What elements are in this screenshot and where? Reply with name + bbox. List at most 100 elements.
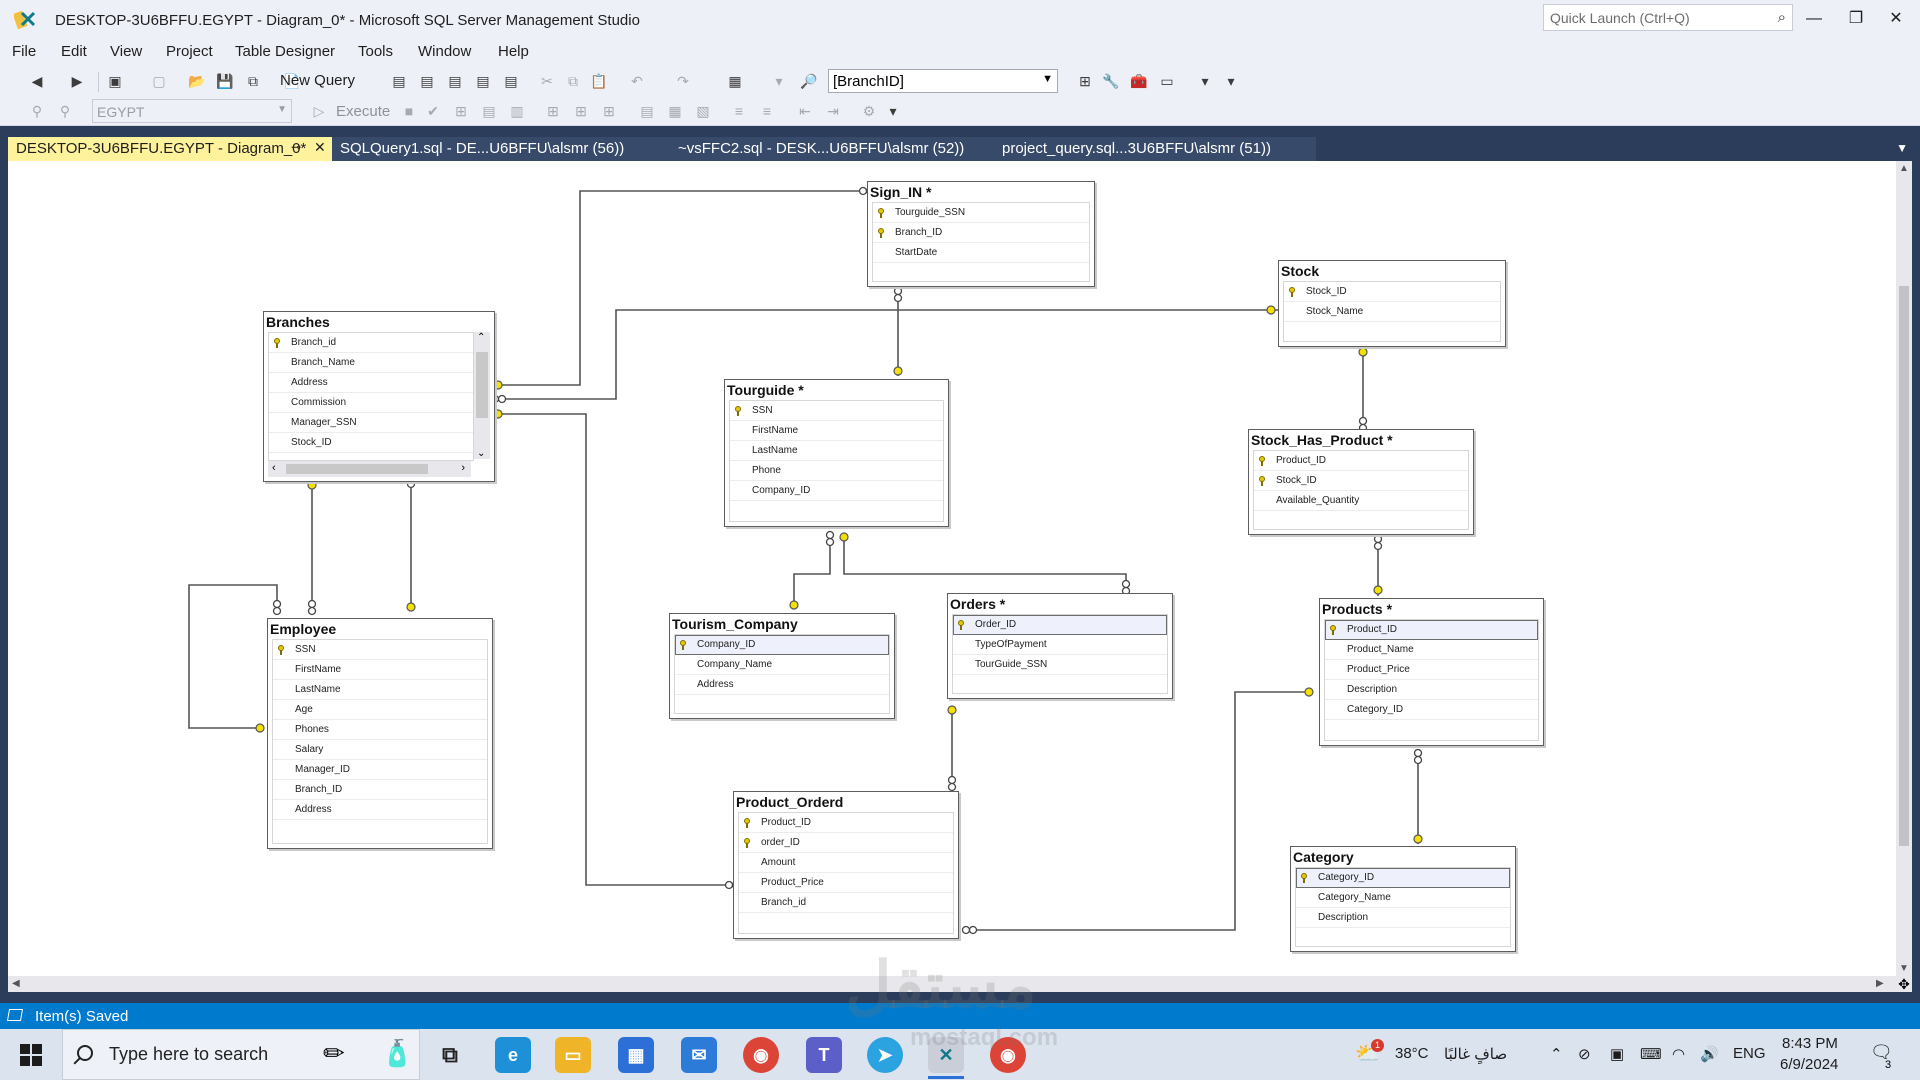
file-explorer-icon[interactable]: ▭ <box>555 1037 591 1073</box>
column-row[interactable]: TourGuide_SSN <box>953 655 1167 675</box>
redo-icon[interactable]: ↷ <box>677 73 689 89</box>
column-row[interactable]: Stock_ID <box>269 433 473 453</box>
notifications-icon[interactable]: 🗨 <box>1870 1042 1893 1062</box>
mail-icon[interactable]: ✉ <box>681 1037 717 1073</box>
execute-button[interactable]: Execute <box>336 103 391 120</box>
column-row[interactable]: Branch_id <box>269 333 473 353</box>
close-button[interactable]: ✕ <box>1889 10 1903 27</box>
column-row[interactable]: Branch_ID <box>273 780 487 800</box>
toolbar-overflow-icon[interactable]: ▾ <box>889 103 897 119</box>
mdx-query-icon[interactable]: ▤ <box>392 73 406 89</box>
ssms-taskbar-icon[interactable]: ✕ <box>928 1037 964 1073</box>
menu-window[interactable]: Window <box>418 43 472 60</box>
minimize-button[interactable]: — <box>1806 10 1822 27</box>
forward-icon[interactable]: ▶ <box>71 73 83 89</box>
table-employee[interactable]: Employee SSN FirstName LastName Age Phon… <box>267 618 493 849</box>
tab-diagram[interactable]: DESKTOP-3U6BFFU.EGYPT - Diagram_0* ⊸ ✕ <box>8 137 332 161</box>
column-row[interactable]: Product_Price <box>1325 660 1538 680</box>
windows-start-icon[interactable] <box>20 1044 42 1066</box>
column-row[interactable]: order_ID <box>739 833 953 853</box>
teams-icon[interactable]: T <box>806 1037 842 1073</box>
connect-icon[interactable]: ⚲ <box>31 103 43 119</box>
diagram-canvas[interactable]: Sign_IN * Tourguide_SSN Branch_ID StartD… <box>8 161 1912 992</box>
table-product-orderd[interactable]: Product_Orderd Product_ID order_ID Amoun… <box>733 791 959 939</box>
table-selector-combo[interactable]: [BranchID] ▼ <box>828 69 1058 93</box>
menu-tools[interactable]: Tools <box>358 43 394 60</box>
table-horizontal-scrollbar[interactable]: ‹ › <box>268 461 471 477</box>
column-row[interactable]: Description <box>1296 908 1510 928</box>
query-options-icon[interactable]: ▤ <box>482 103 496 119</box>
results-file-icon[interactable]: ▧ <box>696 103 710 119</box>
column-row[interactable]: Branch_Name <box>269 353 473 373</box>
pin-icon[interactable]: ⊸ <box>291 140 302 154</box>
table-category[interactable]: Category Category_ID Category_Name Descr… <box>1290 846 1516 952</box>
table-branches[interactable]: Branches Branch_id Branch_Name Address C… <box>263 311 495 482</box>
column-row[interactable]: SSN <box>730 401 943 421</box>
results-icon[interactable]: ▥ <box>510 103 524 119</box>
network-status-icon[interactable]: ⊘ <box>1578 1046 1591 1063</box>
results-text-icon[interactable]: ▤ <box>640 103 654 119</box>
chevron-right-icon[interactable]: ▶ <box>1876 978 1884 989</box>
table-tourism-company[interactable]: Tourism_Company Company_ID Company_Name … <box>669 613 895 719</box>
column-row[interactable]: Manager_SSN <box>269 413 473 433</box>
tab-project-query[interactable]: project_query.sql...3U6BFFU\alsmr (51)) <box>990 137 1316 161</box>
column-row[interactable]: Address <box>675 675 889 695</box>
tab-sqlquery1[interactable]: SQLQuery1.sql - DE...U6BFFU\alsmr (56)) <box>332 137 660 161</box>
database-selector-combo[interactable]: EGYPT ▼ <box>92 99 292 123</box>
dropdown-icon[interactable]: ▾ <box>775 73 783 89</box>
canvas-vertical-scrollbar[interactable]: ▲ ▼ <box>1896 161 1912 976</box>
chevron-down-icon[interactable]: ▼ <box>1899 963 1909 974</box>
stop-icon[interactable]: ■ <box>404 103 414 119</box>
properties-icon[interactable]: 🔧 <box>1102 73 1120 89</box>
volume-icon[interactable]: 🔊 <box>1700 1046 1719 1063</box>
column-row[interactable]: TypeOfPayment <box>953 635 1167 655</box>
command-window-icon[interactable]: ▭ <box>1160 73 1174 89</box>
cut-icon[interactable]: ✂ <box>541 73 553 89</box>
paste-icon[interactable]: 📋 <box>590 73 608 89</box>
add-item-icon[interactable]: ▢ <box>152 73 166 89</box>
column-row[interactable]: Branch_ID <box>873 223 1089 243</box>
column-row[interactable]: Category_ID <box>1296 868 1510 888</box>
find-icon[interactable]: 🔎 <box>800 73 818 89</box>
chrome-profile-icon[interactable]: ◉ <box>990 1037 1026 1073</box>
column-row[interactable]: Product_ID <box>1325 620 1538 640</box>
chevron-up-icon[interactable]: ⌃ <box>477 332 486 343</box>
menu-edit[interactable]: Edit <box>61 43 87 60</box>
input-indicator-icon[interactable]: ⌨ <box>1640 1046 1662 1063</box>
copy-icon[interactable]: ⧉ <box>568 73 578 89</box>
pan-icon[interactable]: ✥ <box>1896 976 1912 992</box>
table-tourguide[interactable]: Tourguide * SSN FirstName LastName Phone… <box>724 379 949 527</box>
meet-now-icon[interactable]: ▣ <box>1610 1046 1625 1063</box>
edge-browser-icon[interactable]: e <box>495 1037 531 1073</box>
column-row[interactable]: StartDate <box>873 243 1089 263</box>
chevron-right-icon[interactable]: › <box>461 462 465 474</box>
chevron-left-icon[interactable]: ◀ <box>12 978 20 989</box>
menu-help[interactable]: Help <box>498 43 529 60</box>
activity-monitor-icon[interactable]: ▦ <box>728 73 742 89</box>
chevron-up-icon[interactable]: ⌃ <box>1550 1046 1563 1063</box>
display-plan-icon[interactable]: ⊞ <box>455 103 467 119</box>
chevron-down-icon[interactable]: ⌄ <box>477 448 486 459</box>
taskbar-search-box[interactable]: Type here to search ✏ 🧴 <box>62 1029 420 1080</box>
chevron-up-icon[interactable]: ▲ <box>1899 163 1909 174</box>
column-row[interactable]: FirstName <box>273 660 487 680</box>
save-icon[interactable]: 💾 <box>216 73 234 89</box>
change-connection-icon[interactable]: ⚲ <box>59 103 71 119</box>
back-icon[interactable]: ◀ <box>31 73 43 89</box>
tab-overflow-icon[interactable]: ▼ <box>1896 141 1908 155</box>
column-row[interactable]: Order_ID <box>953 615 1167 635</box>
toolbar-overflow-icon[interactable]: ▾ <box>1227 73 1235 89</box>
uncomment-icon[interactable]: ≡ <box>762 103 772 119</box>
outdent-icon[interactable]: ⇤ <box>799 103 811 119</box>
column-row[interactable]: LastName <box>273 680 487 700</box>
canvas-horizontal-scrollbar[interactable]: ◀ ▶ <box>8 976 1896 992</box>
new-query-icon[interactable]: 📄 <box>283 73 301 89</box>
column-row[interactable]: Product_Price <box>739 873 953 893</box>
open-file-icon[interactable]: 📂 <box>188 73 206 89</box>
table-products[interactable]: Products * Product_ID Product_Name Produ… <box>1319 598 1544 746</box>
close-icon[interactable]: ✕ <box>314 139 326 155</box>
column-row[interactable]: Phones <box>273 720 487 740</box>
column-row[interactable]: SSN <box>273 640 487 660</box>
column-row[interactable]: Product_ID <box>1254 451 1468 471</box>
toolbar-options-icon[interactable]: ▾ <box>1201 73 1209 89</box>
